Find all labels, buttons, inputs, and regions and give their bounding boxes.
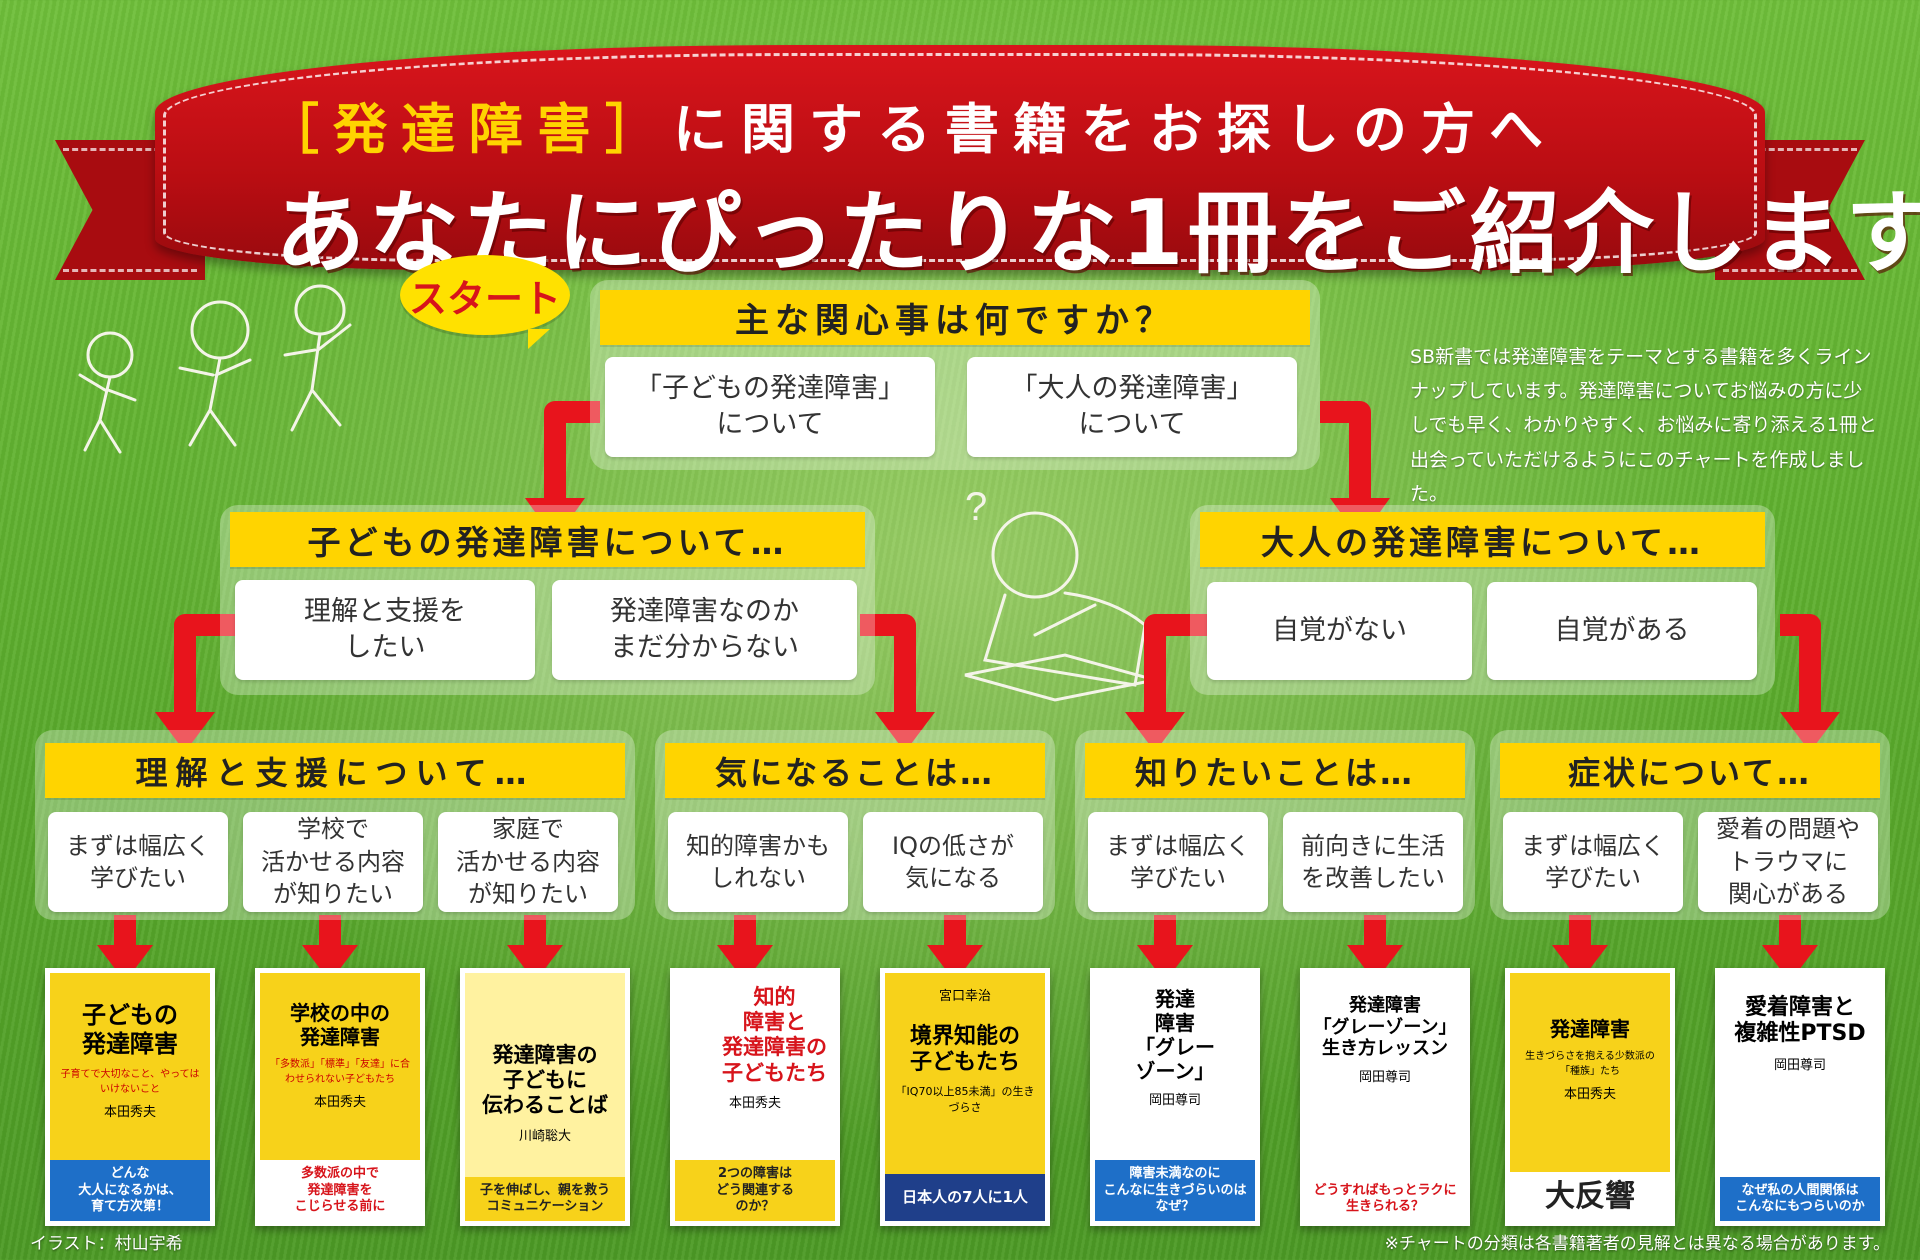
banner-subtitle: ［発達障害］に関する書籍をお探しの方へ bbox=[265, 85, 1557, 164]
arrow-q1-adult bbox=[1320, 401, 1371, 500]
book-9-band: なぜ私の人間関係は こんなにもつらいのか bbox=[1720, 1176, 1880, 1221]
book-cover-4[interactable]: 知的 障害と 発達障害の 子どもたち 本田秀夫 2つの障害は どう関連する のか… bbox=[670, 968, 840, 1226]
bracket-close: ］ bbox=[605, 98, 673, 161]
book-1-band: どんな 大人になるかは、 育て方次第！ bbox=[50, 1160, 210, 1221]
arrow-q1-child bbox=[544, 401, 600, 500]
book-3-author: 川崎聡大 bbox=[518, 1128, 571, 1144]
book-1-cover-art: 子どもの 発達障害 子育てで大切なこと、やってはいけないこと 本田秀夫 どんな … bbox=[50, 973, 210, 1221]
arrow-child-support bbox=[174, 614, 240, 715]
book-5-band: 日本人の7人に1人 bbox=[885, 1174, 1045, 1221]
symptom-option-attachment[interactable]: 愛着の問題や トラウマに 関心がある bbox=[1698, 812, 1878, 912]
child-title: 子どもの発達障害について… bbox=[230, 512, 865, 567]
book-1-author: 本田秀夫 bbox=[103, 1104, 156, 1120]
book-cover-1[interactable]: 子どもの 発達障害 子育てで大切なこと、やってはいけないこと 本田秀夫 どんな … bbox=[45, 968, 215, 1226]
child-option-unsure[interactable]: 発達障害なのか まだ分からない bbox=[552, 580, 857, 680]
book-7-author: 岡田尊司 bbox=[1358, 1069, 1411, 1085]
children-running-illustration bbox=[78, 284, 352, 454]
book-5-tagline: 「IQ70以上85未満」の生きづらさ bbox=[895, 1084, 1035, 1114]
book-9-cover-art: 愛着障害と 複雑性PTSD 岡田尊司 なぜ私の人間関係は こんなにもつらいのか bbox=[1720, 973, 1880, 1221]
book-9-title: 愛着障害と 複雑性PTSD bbox=[1734, 995, 1866, 1047]
book-4-title: 知的 障害と 発達障害の 子どもたち bbox=[722, 985, 827, 1085]
support-title: 理解と支援について… bbox=[45, 743, 625, 798]
book-cover-5[interactable]: 宮口幸治 境界知能の 子どもたち 「IQ70以上85未満」の生きづらさ 日本人の… bbox=[880, 968, 1050, 1226]
arrow-child-concern bbox=[860, 614, 916, 715]
adult-option-aware[interactable]: 自覚がある bbox=[1487, 582, 1757, 680]
book-3-band: 子を伸ばし、親を救う コミュニケーション bbox=[465, 1176, 625, 1221]
book-4-cover-art: 知的 障害と 発達障害の 子どもたち 本田秀夫 2つの障害は どう関連する のか… bbox=[675, 973, 835, 1221]
q1-title: 主な関心事は何ですか？ bbox=[600, 290, 1310, 345]
book-cover-6[interactable]: 発達 障害 「グレー ゾーン」 岡田尊司 障害未満なのに こんなに生きづらいのは… bbox=[1090, 968, 1260, 1226]
book-2-title: 学校の中の 発達障害 bbox=[290, 1001, 390, 1049]
book-2-author: 本田秀夫 bbox=[313, 1095, 366, 1110]
concern-option-iq[interactable]: IQの低さが 気になる bbox=[863, 812, 1043, 912]
intro-text: SB新書では発達障害をテーマとする書籍を多くラインナップしています。発達障害につ… bbox=[1410, 346, 1877, 505]
book-cover-9[interactable]: 愛着障害と 複雑性PTSD 岡田尊司 なぜ私の人間関係は こんなにもつらいのか bbox=[1715, 968, 1885, 1226]
book-cover-7[interactable]: 発達障害 「グレーゾーン」 生き方レッスン 岡田尊司 どうすればもっとラクに 生… bbox=[1300, 968, 1470, 1226]
support-option-broad[interactable]: まずは幅広く 学びたい bbox=[48, 812, 228, 912]
adult-title: 大人の発達障害について… bbox=[1200, 512, 1765, 567]
book-8-cover-art: 発達障害 生きづらさを抱える少数派の「種族」たち 本田秀夫 大反響 bbox=[1510, 973, 1670, 1221]
arrow-adult-symptom bbox=[1780, 614, 1821, 715]
banner-keyword: 発達障害 bbox=[333, 98, 605, 161]
book-4-band: 2つの障害は どう関連する のか？ bbox=[675, 1160, 835, 1221]
q1-option-adult[interactable]: 「大人の発達障害」 について bbox=[967, 357, 1297, 457]
concern-title: 気になることは… bbox=[665, 743, 1045, 798]
bracket-open: ［ bbox=[265, 98, 333, 161]
illustration-credit: イラスト：村山宇希 bbox=[30, 1234, 183, 1254]
book-7-title: 発達障害 「グレーゾーン」 生き方レッスン bbox=[1313, 995, 1457, 1060]
book-6-title: 発達 障害 「グレー ゾーン」 bbox=[1135, 987, 1215, 1083]
book-5-author: 宮口幸治 bbox=[938, 989, 991, 1004]
book-7-cover-art: 発達障害 「グレーゾーン」 生き方レッスン 岡田尊司 どうすればもっとラクに 生… bbox=[1305, 973, 1465, 1221]
book-8-title: 発達障害 bbox=[1550, 1017, 1630, 1041]
book-2-tagline: 「多数派」「標準」「友達」に合わせられない子どもたち bbox=[270, 1059, 410, 1085]
start-bubble: スタート bbox=[400, 255, 570, 349]
book-2-band: 多数派の中で 発達障害を こじらせる前に bbox=[260, 1160, 420, 1221]
book-2-cover-art: 学校の中の 発達障害 「多数派」「標準」「友達」に合わせられない子どもたち 本田… bbox=[260, 973, 420, 1221]
book-5-cover-art: 宮口幸治 境界知能の 子どもたち 「IQ70以上85未満」の生きづらさ 日本人の… bbox=[885, 973, 1045, 1221]
symptom-option-broad[interactable]: まずは幅広く 学びたい bbox=[1503, 812, 1683, 912]
know-option-broad[interactable]: まずは幅広く 学びたい bbox=[1088, 812, 1268, 912]
book-6-cover-art: 発達 障害 「グレー ゾーン」 岡田尊司 障害未満なのに こんなに生きづらいのは… bbox=[1095, 973, 1255, 1221]
book-1-tagline: 子育てで大切なこと、やってはいけないこと bbox=[60, 1068, 200, 1095]
book-7-band: どうすればもっとラクに 生きられる？ bbox=[1305, 1176, 1465, 1221]
ribbon-body bbox=[155, 45, 1765, 270]
arrow-adult-know bbox=[1144, 614, 1210, 715]
book-8-author: 本田秀夫 bbox=[1563, 1087, 1616, 1102]
book-cover-8[interactable]: 発達障害 生きづらさを抱える少数派の「種族」たち 本田秀夫 大反響 bbox=[1505, 968, 1675, 1226]
support-option-home[interactable]: 家庭で 活かせる内容 が知りたい bbox=[438, 812, 618, 912]
book-8-band: 大反響 bbox=[1510, 1171, 1670, 1221]
svg-text:?: ? bbox=[965, 485, 987, 529]
book-1-title: 子どもの 発達障害 bbox=[82, 1001, 178, 1058]
book-cover-2[interactable]: 学校の中の 発達障害 「多数派」「標準」「友達」に合わせられない子どもたち 本田… bbox=[255, 968, 425, 1226]
book-8-tagline: 生きづらさを抱える少数派の「種族」たち bbox=[1525, 1051, 1655, 1077]
book-3-cover-art: 発達障害の 子どもに 伝わることば 川崎聡大 子を伸ばし、親を救う コミュニケー… bbox=[465, 973, 625, 1221]
book-4-author: 本田秀夫 bbox=[728, 1095, 781, 1111]
adult-option-unaware[interactable]: 自覚がない bbox=[1207, 582, 1472, 680]
know-option-positive[interactable]: 前向きに生活 を改善したい bbox=[1283, 812, 1463, 912]
child-option-support[interactable]: 理解と支援を したい bbox=[235, 580, 535, 680]
book-cover-3[interactable]: 発達障害の 子どもに 伝わることば 川崎聡大 子を伸ばし、親を救う コミュニケー… bbox=[460, 968, 630, 1226]
q1-option-child[interactable]: 「子どもの発達障害」 について bbox=[605, 357, 935, 457]
support-option-school[interactable]: 学校で 活かせる内容 が知りたい bbox=[243, 812, 423, 912]
symptom-title: 症状について… bbox=[1500, 743, 1880, 798]
disclaimer-note: ※チャートの分類は各書籍著者の見解とは異なる場合があります。 bbox=[1384, 1234, 1890, 1254]
book-6-band: 障害未満なのに こんなに生きづらいのはなぜ？ bbox=[1095, 1160, 1255, 1221]
know-title: 知りたいことは… bbox=[1085, 743, 1465, 798]
book-3-title: 発達障害の 子どもに 伝わることば bbox=[482, 1043, 608, 1118]
book-5-title: 境界知能の 子どもたち bbox=[909, 1024, 1020, 1076]
concern-option-intellectual[interactable]: 知的障害かも しれない bbox=[668, 812, 848, 912]
book-6-author: 岡田尊司 bbox=[1148, 1093, 1201, 1108]
book-9-author: 岡田尊司 bbox=[1773, 1057, 1826, 1073]
banner-subtitle-rest: に関する書籍をお探しの方へ bbox=[673, 98, 1557, 161]
